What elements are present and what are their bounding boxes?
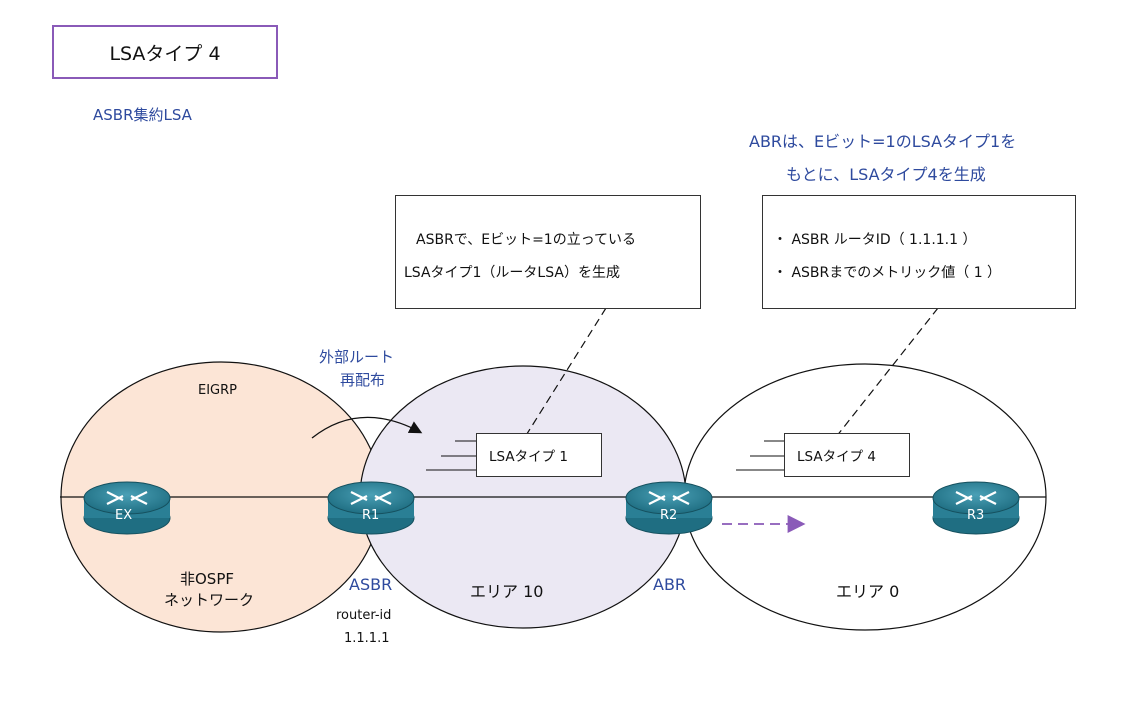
router-r2-icon <box>625 481 713 535</box>
redistribution-label-line1: 外部ルート <box>319 348 395 366</box>
lsa-type1-stack <box>426 440 476 471</box>
note-asbr-line1: ASBRで、Eビット=1の立っている <box>416 232 637 248</box>
non-ospf-label-line1: 非OSPF <box>180 570 235 588</box>
lsa-type4-stack <box>736 440 784 471</box>
title-text: LSAタイプ 4 <box>109 42 221 65</box>
router-r2-label: R2 <box>660 508 678 523</box>
router-r3-icon <box>932 481 1020 535</box>
note-asbr-box: ASBRで、Eビット=1の立っている LSAタイプ1（ルータLSA）を生成 <box>395 195 701 309</box>
router-r1-label: R1 <box>362 508 380 523</box>
redistribution-label-line2: 再配布 <box>340 371 386 389</box>
area0-label: エリア 0 <box>836 582 900 601</box>
router-id-label: router-id <box>336 608 392 623</box>
area10-label: エリア 10 <box>470 582 544 601</box>
non-ospf-label-line2: ネットワーク <box>164 591 255 609</box>
router-r3-label: R3 <box>967 508 985 523</box>
router-ex-icon <box>83 481 171 535</box>
lsa-type4-box: LSAタイプ 4 <box>784 433 910 477</box>
note-abr-line1: ・ ASBR ルータID（ 1.1.1.1 ） <box>773 232 977 248</box>
note-abr-leader <box>835 307 939 438</box>
lsa-type1-box: LSAタイプ 1 <box>476 433 602 477</box>
lsa-type4-label: LSAタイプ 4 <box>797 449 876 465</box>
redistribution-arrow <box>311 416 423 439</box>
asbr-label: ASBR <box>349 575 393 594</box>
abr-caption-line1: ABRは、Eビット=1のLSAタイプ1を <box>749 132 1017 151</box>
abr-label: ABR <box>653 575 687 594</box>
eigrp-label: EIGRP <box>198 383 237 398</box>
abr-caption-line2: もとに、LSAタイプ4を生成 <box>786 165 986 184</box>
note-asbr-line2: LSAタイプ1（ルータLSA）を生成 <box>404 265 620 281</box>
note-abr-box: ・ ASBR ルータID（ 1.1.1.1 ） ・ ASBRまでのメトリック値（… <box>762 195 1076 309</box>
router-id-value: 1.1.1.1 <box>344 631 390 646</box>
subtitle: ASBR集約LSA <box>93 106 192 124</box>
router-r1-icon <box>327 481 415 535</box>
lsa-type1-label: LSAタイプ 1 <box>489 449 568 465</box>
title-box: LSAタイプ 4 <box>52 25 278 79</box>
router-ex-label: EX <box>115 508 133 523</box>
note-abr-line2: ・ ASBRまでのメトリック値（ 1 ） <box>773 265 1002 281</box>
